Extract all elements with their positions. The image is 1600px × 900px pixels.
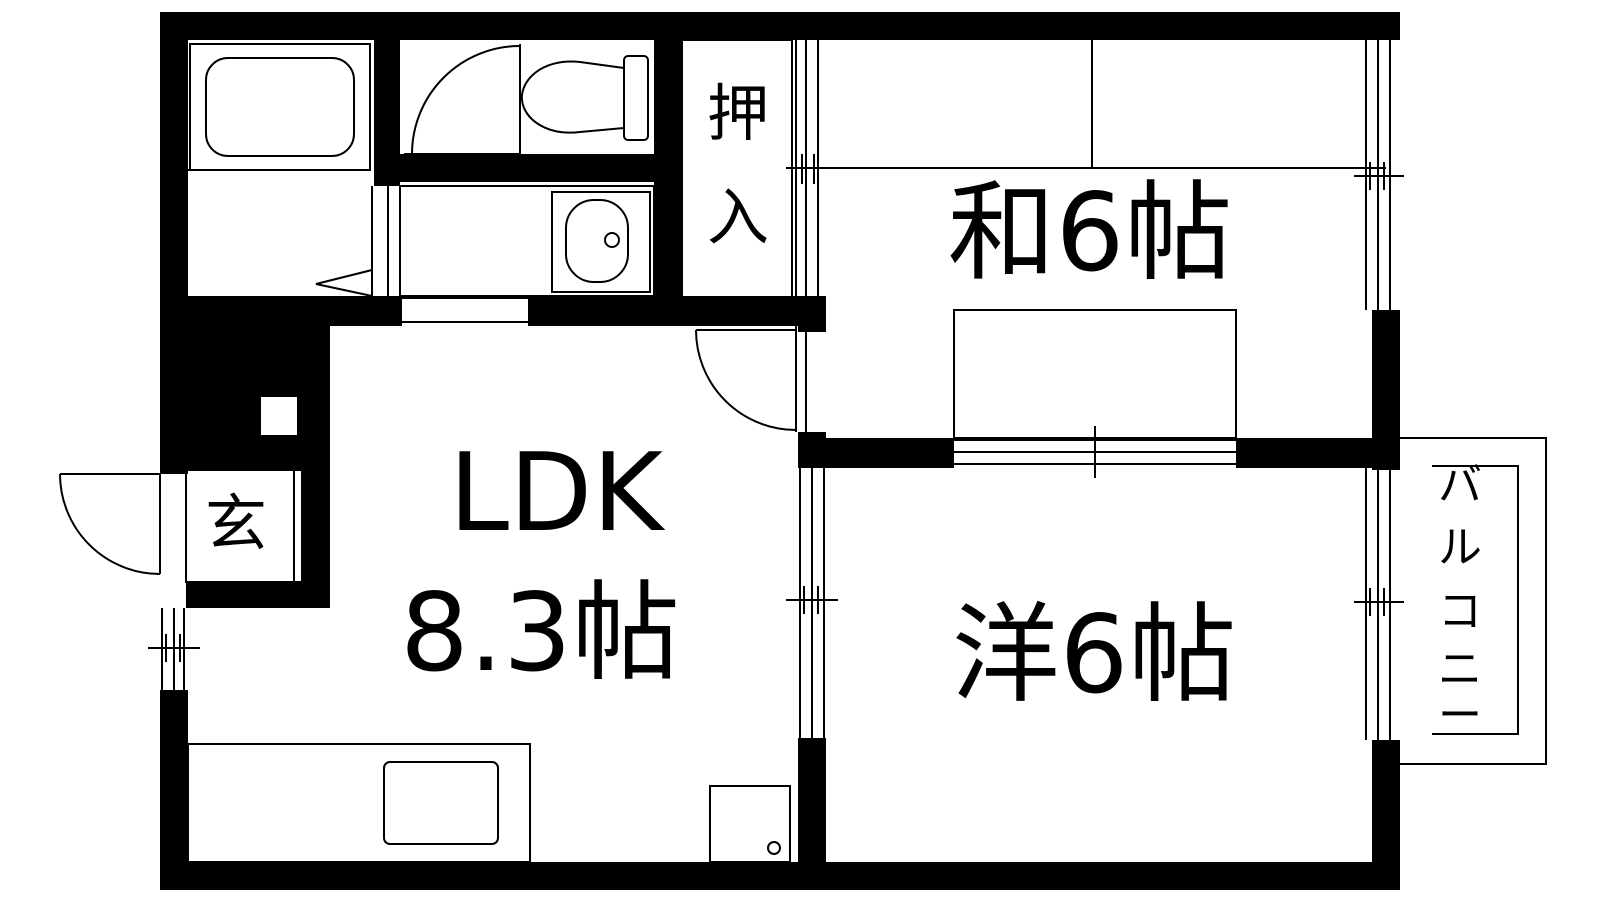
washitsu-room: 和6帖 bbox=[826, 40, 1386, 478]
washitsu-door[interactable] bbox=[695, 329, 797, 432]
meter-box bbox=[259, 395, 299, 470]
outer-walls bbox=[160, 12, 1400, 890]
youshitsu-sliding-door[interactable] bbox=[786, 462, 838, 738]
entrance: 玄 bbox=[185, 469, 303, 583]
balcony-label-1: バ bbox=[1438, 460, 1482, 511]
balcony-label-2: ル bbox=[1438, 522, 1482, 573]
closet-label-2: 入 bbox=[707, 181, 769, 254]
entrance-window[interactable] bbox=[148, 608, 200, 690]
bath-door[interactable] bbox=[315, 186, 389, 297]
interior-walls bbox=[160, 36, 1400, 890]
toilet-room bbox=[404, 44, 521, 180]
toilet-icon bbox=[520, 55, 649, 141]
youshitsu-window[interactable] bbox=[1354, 468, 1404, 740]
washroom bbox=[399, 185, 655, 297]
washroom-door[interactable] bbox=[402, 297, 528, 323]
entrance-door[interactable] bbox=[59, 473, 187, 582]
balcony: バ ル コ ニ ー bbox=[1400, 437, 1547, 765]
balcony-label-3: コ bbox=[1438, 586, 1482, 637]
closet-label-1: 押 bbox=[707, 77, 769, 150]
ldk-title: LDK bbox=[449, 431, 666, 556]
ldk-room: LDK 8.3帖 bbox=[400, 431, 680, 696]
bathroom bbox=[188, 43, 371, 171]
closet: 押 入 bbox=[681, 39, 793, 299]
youshitsu-label: 洋6帖 bbox=[952, 593, 1237, 718]
fridge-space bbox=[709, 785, 791, 863]
washitsu-label: 和6帖 bbox=[948, 171, 1233, 296]
ldk-size: 8.3帖 bbox=[400, 571, 680, 696]
entrance-label: 玄 bbox=[205, 487, 267, 560]
sink-icon bbox=[565, 199, 629, 283]
balcony-label-5: ー bbox=[1438, 690, 1482, 741]
washitsu-window[interactable] bbox=[1354, 36, 1404, 310]
youshitsu-room: 洋6帖 bbox=[952, 593, 1237, 718]
balcony-label-4: ニ bbox=[1438, 644, 1482, 695]
kitchen-counter bbox=[187, 743, 531, 863]
